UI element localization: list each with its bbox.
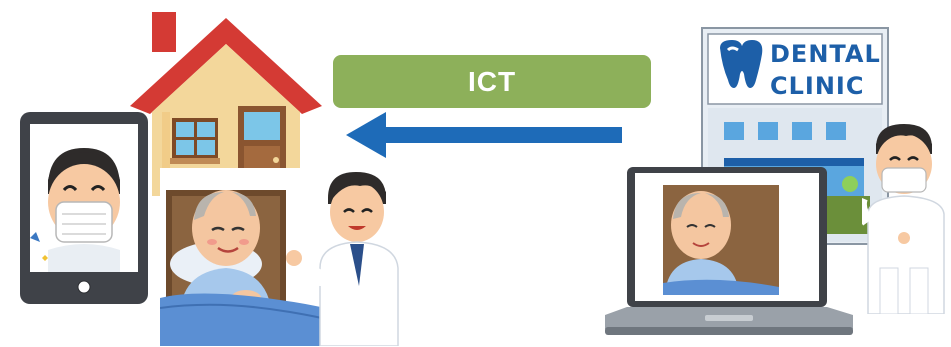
house-icon (126, 10, 326, 200)
elderly-patient-icon (663, 185, 779, 295)
laptop-icon (605, 165, 855, 343)
tablet-icon (18, 110, 150, 306)
clinic-sign-line2: CLINIC (770, 72, 865, 100)
dentist-face-icon (48, 148, 120, 272)
home-visit-scene (160, 168, 410, 346)
ict-banner: ICT (333, 55, 651, 108)
dentist-icon (862, 118, 950, 314)
left-arrow-icon (346, 110, 626, 160)
clinic-sign: DENTAL CLINIC (770, 38, 888, 102)
clinic-sign-line1: DENTAL (770, 40, 881, 68)
doctor-icon (286, 172, 399, 346)
tooth-icon (720, 40, 763, 88)
ict-label: ICT (467, 65, 517, 97)
